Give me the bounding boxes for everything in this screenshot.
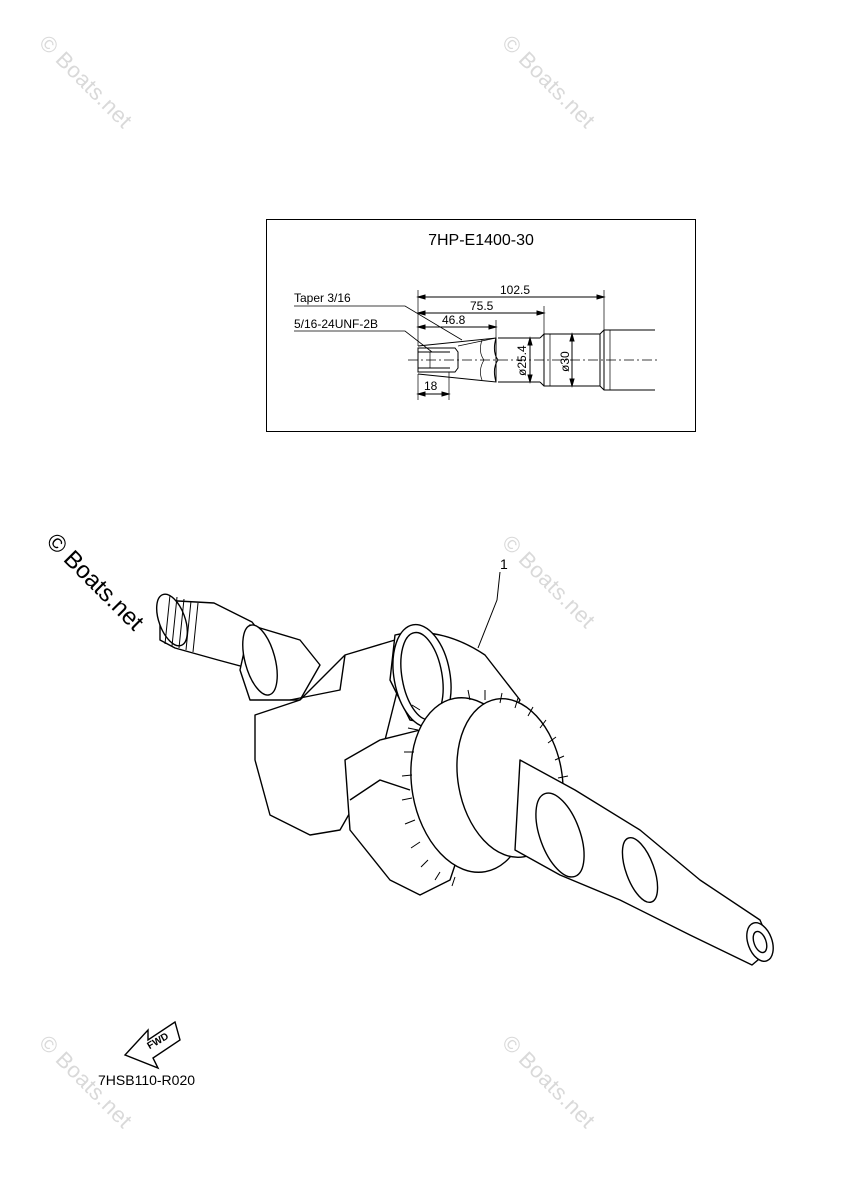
reference-code: 7HSB110-R020 <box>98 1072 196 1088</box>
fwd-arrow-icon <box>123 1020 181 1070</box>
detail-part-number: 7HP-E1400-30 <box>428 232 534 249</box>
dimension-46-8: 46.8 <box>442 313 466 327</box>
dimension-18: 18 <box>424 379 438 393</box>
callout-number: 1 <box>500 556 508 572</box>
dimension-detail-box: 7HP-E1400-30 <box>266 219 696 432</box>
thread-label: 5/16-24UNF-2B <box>294 317 379 331</box>
taper-label: Taper 3/16 <box>294 291 351 305</box>
dimension-102-5: 102.5 <box>500 283 531 297</box>
dimension-75-5: 75.5 <box>470 299 494 313</box>
